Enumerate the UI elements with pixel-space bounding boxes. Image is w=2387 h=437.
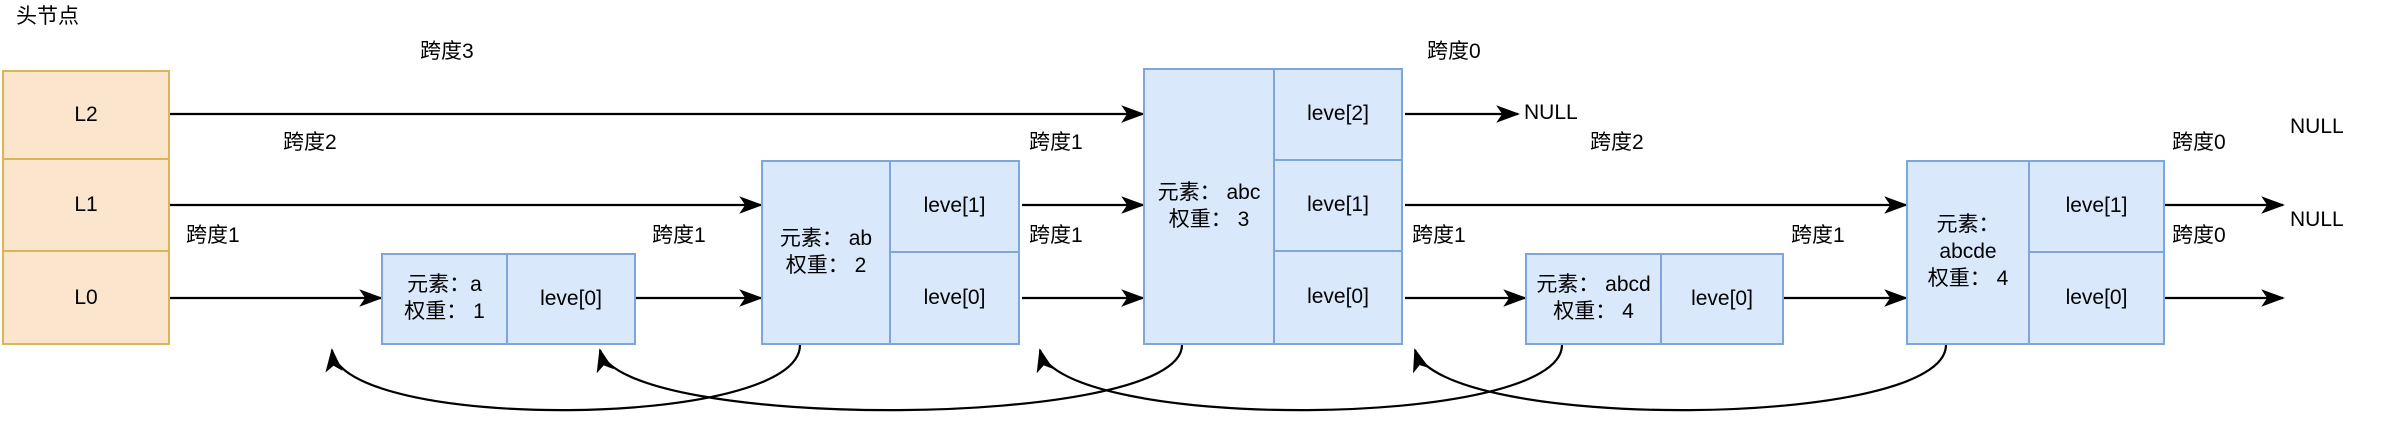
node-ab[interactable]: 元素： ab 权重： 2 leve[1] leve[0] bbox=[761, 160, 1020, 345]
node-a[interactable]: 元素：a 权重： 1 leve[0] bbox=[381, 253, 636, 345]
node-abcde-weight: 权重： 4 bbox=[1927, 266, 2009, 290]
node-ab-weight: 权重： 2 bbox=[785, 253, 867, 277]
span-label-l0-ab-abc: 跨度1 bbox=[1029, 224, 1083, 247]
page-title: 头节点 bbox=[16, 5, 79, 28]
node-abc-weight: 权重： 3 bbox=[1168, 207, 1250, 231]
null-terminator-l1: NULL bbox=[2290, 115, 2344, 138]
node-a-level-0[interactable]: leve[0] bbox=[540, 287, 602, 310]
span-label-l2-abc-null: 跨度0 bbox=[1427, 40, 1481, 63]
span-label-l0-abcde-null: 跨度0 bbox=[2172, 224, 2226, 247]
edge-back-abcd-abcde bbox=[1036, 344, 1564, 412]
node-abcd-weight: 权重： 4 bbox=[1553, 300, 1634, 323]
node-abcde-level-1[interactable]: leve[1] bbox=[2030, 162, 2163, 253]
node-abcde-levels: leve[1] leve[0] bbox=[2030, 162, 2163, 343]
node-abcde-level-0[interactable]: leve[0] bbox=[2065, 285, 2128, 309]
node-a-element: 元素：a bbox=[407, 273, 482, 297]
node-abcd-element: 元素： abcd bbox=[1536, 273, 1651, 297]
head-level-L0[interactable]: L0 bbox=[74, 285, 98, 309]
edge-back-abcde-abcd bbox=[1413, 344, 1948, 412]
node-ab-level-0[interactable]: leve[0] bbox=[923, 285, 986, 309]
node-abcd-levels: leve[0] bbox=[1662, 255, 1782, 343]
span-label-l0-abc-abcd: 跨度1 bbox=[1412, 224, 1466, 247]
node-abc-level-0[interactable]: leve[0] bbox=[1307, 285, 1369, 309]
node-a-info: 元素：a 权重： 1 bbox=[383, 255, 508, 343]
node-a-weight: 权重： 1 bbox=[404, 300, 485, 323]
node-ab-info: 元素： ab 权重： 2 bbox=[763, 162, 891, 343]
node-a-levels: leve[0] bbox=[508, 255, 634, 343]
edge-back-ab-a bbox=[325, 344, 802, 412]
node-ab-element: 元素： ab bbox=[779, 226, 873, 250]
span-label-l1-abc-abcde: 跨度2 bbox=[1590, 131, 1644, 154]
node-ab-levels: leve[1] leve[0] bbox=[891, 162, 1018, 343]
edge-back-abc-ab bbox=[596, 344, 1184, 412]
node-abcde-element-label: 元素： bbox=[1936, 213, 2000, 237]
node-abc[interactable]: 元素： abc 权重： 3 leve[2] leve[1] leve[0] bbox=[1143, 68, 1403, 345]
span-label-l1-ab-abc: 跨度1 bbox=[1029, 131, 1083, 154]
node-abc-element: 元素： abc bbox=[1157, 180, 1261, 204]
node-abc-level-1[interactable]: leve[1] bbox=[1275, 161, 1401, 252]
span-label-l0-a-ab: 跨度1 bbox=[652, 224, 706, 247]
span-label-l1-abcde-null: 跨度0 bbox=[2172, 131, 2226, 154]
node-abcd-level-0[interactable]: leve[0] bbox=[1691, 287, 1753, 310]
node-abcde[interactable]: 元素： abcde 权重： 4 leve[1] leve[0] bbox=[1906, 160, 2165, 345]
span-label-l2-head-abc: 跨度3 bbox=[420, 40, 474, 63]
node-ab-level-1[interactable]: leve[1] bbox=[891, 162, 1018, 253]
node-abc-level-2[interactable]: leve[2] bbox=[1275, 70, 1401, 161]
node-abcde-element-value: abcde bbox=[1939, 240, 1997, 264]
node-abcd[interactable]: 元素： abcd 权重： 4 leve[0] bbox=[1525, 253, 1784, 345]
null-terminator-l0: NULL bbox=[2290, 208, 2344, 231]
head-node[interactable]: L2 L1 L0 bbox=[2, 70, 170, 345]
node-abc-levels: leve[2] leve[1] leve[0] bbox=[1275, 70, 1401, 343]
span-label-l0-head-a: 跨度1 bbox=[186, 224, 240, 247]
head-level-L2[interactable]: L2 bbox=[4, 72, 168, 160]
span-label-l1-head-ab: 跨度2 bbox=[283, 131, 337, 154]
head-level-L1[interactable]: L1 bbox=[4, 160, 168, 252]
node-abcde-info: 元素： abcde 权重： 4 bbox=[1908, 162, 2030, 343]
node-abcd-info: 元素： abcd 权重： 4 bbox=[1527, 255, 1662, 343]
node-abc-info: 元素： abc 权重： 3 bbox=[1145, 70, 1275, 343]
span-label-l0-abcd-abcde: 跨度1 bbox=[1791, 224, 1845, 247]
null-terminator-l2: NULL bbox=[1524, 101, 1578, 124]
